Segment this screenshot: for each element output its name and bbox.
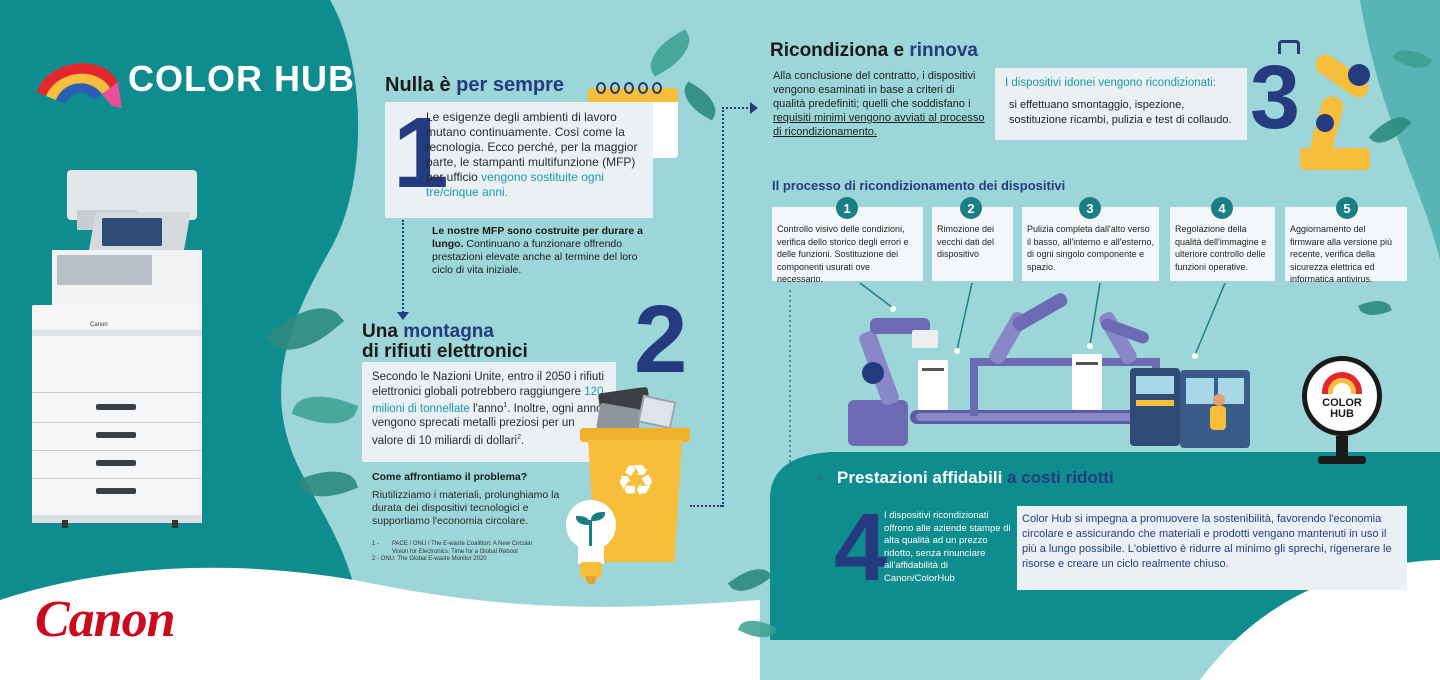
section3-callout-body: si effettuano smontaggio, ispezione, sos…	[1009, 99, 1232, 126]
colorhub-logo-text: COLOR HUB	[128, 58, 355, 99]
colorhub-rainbow-icon	[37, 63, 122, 108]
section1-card	[385, 102, 653, 218]
process-step-4: Regolazione della qualità dell'immagine …	[1170, 207, 1275, 281]
section2-answer: Riutilizziamo i materiali, prolunghiamo …	[372, 489, 560, 527]
section3-number: 3	[1250, 48, 1301, 148]
printer-illustration: Canon	[32, 170, 202, 530]
canon-logo: Canon	[35, 591, 176, 648]
connector-line	[722, 107, 752, 109]
step-badge-2: 2	[960, 197, 982, 219]
lightbulb-plant-icon	[566, 500, 616, 588]
step-badge-4: 4	[1211, 197, 1233, 219]
connector-line	[722, 107, 724, 507]
section4-callout	[1017, 506, 1407, 590]
recycle-icon: ♻	[616, 457, 656, 506]
connector-line	[402, 220, 404, 316]
process-step-1: Controllo visivo delle condizioni, verif…	[772, 207, 923, 284]
process-step-2: Rimozione dei vecchi dati del dispositiv…	[932, 207, 1013, 281]
robot-arm-illustration	[1278, 36, 1378, 172]
section1-note: Le nostre MFP sono costruite per durare …	[432, 225, 644, 276]
section2-body: Secondo le Nazioni Unite, entro il 2050 …	[372, 371, 605, 447]
section3-title: Ricondiziona e rinnova	[770, 40, 978, 61]
arrow-right-icon	[750, 102, 758, 114]
process-step-5: Aggiornamento del firmware alla versione…	[1285, 207, 1407, 284]
section2-footnotes: 1 - PACE / ONU / The E-waste Coalition: …	[372, 541, 533, 562]
section2-question: Come affrontiamo il problema?	[372, 471, 528, 483]
process-title: Il processo di ricondizionamento dei dis…	[772, 178, 1066, 193]
arrow-down-icon	[397, 312, 409, 320]
step-badge-1: 1	[836, 197, 858, 219]
section1-title: Nulla è per sempre	[385, 74, 564, 96]
section2-card	[362, 362, 616, 462]
process-step-3: Pulizia completa dall'alto verso il bass…	[1022, 207, 1159, 281]
globe-text-hub: HUB	[1330, 408, 1354, 420]
printer-brand-label: Canon	[90, 322, 108, 328]
section3-body: Alla conclusione del contratto, i dispos…	[773, 70, 985, 138]
step-badge-5: 5	[1336, 197, 1358, 219]
section3-callout-title: I dispositivi idonei vengono ricondizion…	[1005, 77, 1216, 89]
section4-title: Prestazioni affidabili a costi ridotti	[837, 468, 1114, 487]
section4-number: 4	[834, 494, 888, 601]
step-badge-3: 3	[1079, 197, 1101, 219]
section2-title: Una montagna di rifiuti elettronici	[362, 321, 528, 362]
section3-callout	[995, 68, 1247, 140]
connector-line	[690, 505, 722, 507]
section4-callout-text: Color Hub si impegna a promuovere la sos…	[1022, 513, 1392, 570]
assembly-line-illustration	[840, 290, 1250, 448]
globe-text-color: COLOR	[1322, 397, 1362, 409]
section1-body: Le esigenze degli ambienti di lavoro mut…	[426, 110, 638, 199]
section2-number: 2	[634, 286, 688, 393]
colorhub-globe-icon: COLOR HUB	[1296, 352, 1388, 470]
section4-body: I dispositivi ricondizionati offrono all…	[884, 510, 1011, 584]
section1-number: 1	[393, 97, 449, 209]
